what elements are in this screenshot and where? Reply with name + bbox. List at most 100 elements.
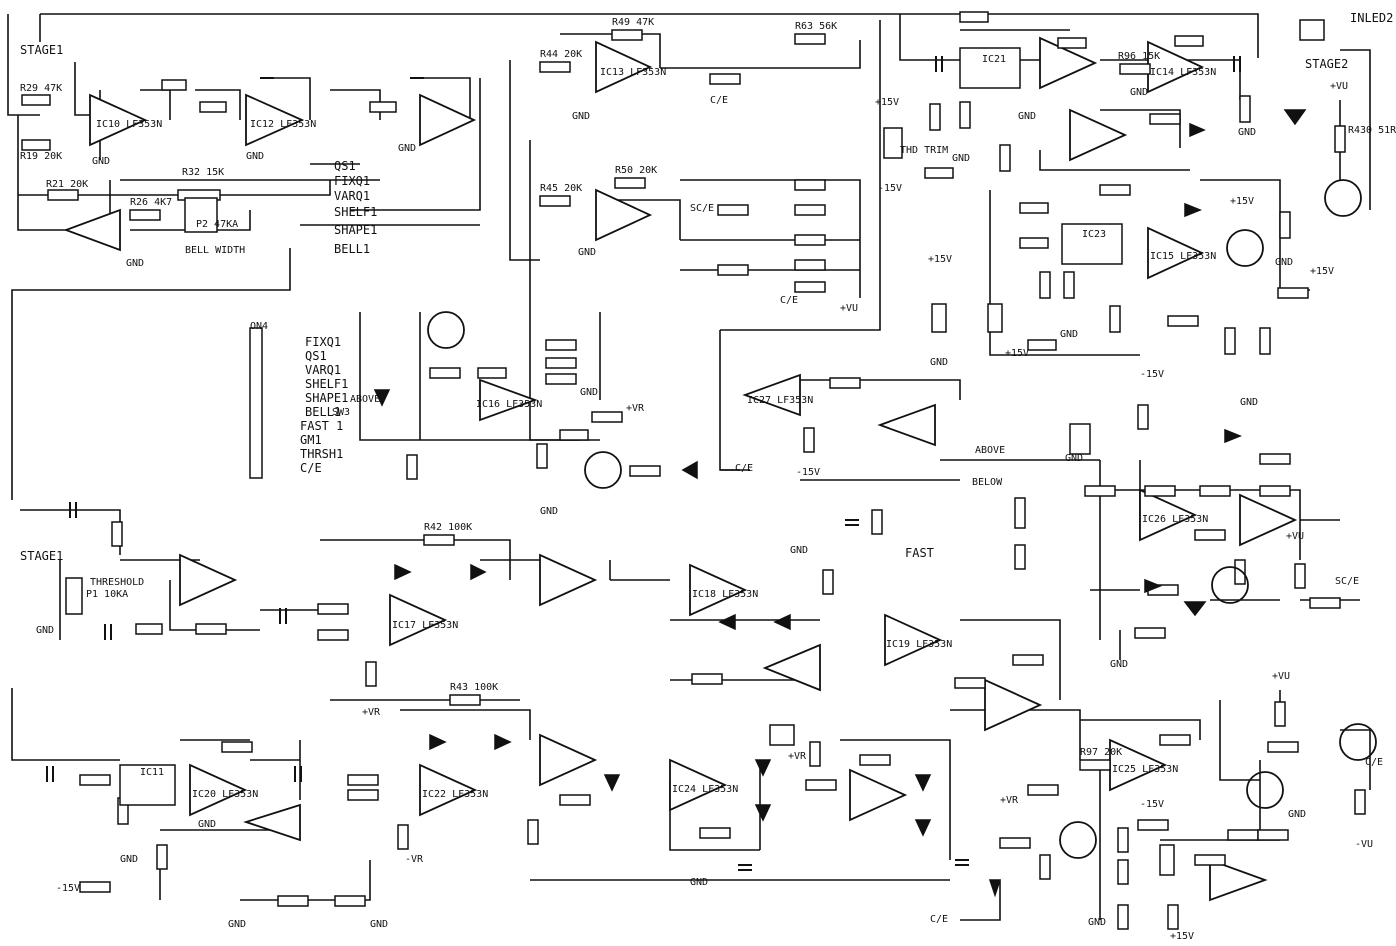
plus-vu-label: +VU xyxy=(840,303,859,314)
minus-vr-label: -VR xyxy=(405,854,424,865)
gnd-label: GND xyxy=(120,854,139,865)
gnd-label: GND xyxy=(370,919,389,930)
ic14-label: IC14 LF353N xyxy=(1150,67,1217,78)
gnd-label: GND xyxy=(540,506,559,517)
ce-label: C/E xyxy=(710,95,729,106)
gnd-label: GND xyxy=(580,387,599,398)
gnd-label: GND xyxy=(952,153,971,164)
thd-trim-label: THD TRIM xyxy=(900,145,949,156)
gnd-label: GND xyxy=(1130,87,1149,98)
component-label: R19 20K xyxy=(20,151,63,162)
sce-label: SC/E xyxy=(690,203,715,214)
connector-port-gm1: GM1 xyxy=(300,433,322,447)
gnd-label: GND xyxy=(578,247,597,258)
minus-vu-label: -VU xyxy=(1355,839,1374,850)
gnd-label: GND xyxy=(36,625,55,636)
connector-port-varq1: VARQ1 xyxy=(305,363,342,377)
gnd-label: GND xyxy=(1288,809,1307,820)
minus-15-label: -15V xyxy=(1140,799,1165,810)
connector-port-qs1: QS1 xyxy=(305,349,327,363)
plus-15-label: +15V xyxy=(1170,931,1195,942)
plus-15-label: +15V xyxy=(1230,196,1255,207)
port-shelf1: SHELF1 xyxy=(334,205,378,219)
component-label: R45 20K xyxy=(540,183,583,194)
ic13-label: IC13 LF353N xyxy=(600,67,667,78)
ic17-label: IC17 LF353N xyxy=(392,620,459,631)
ic19-label: IC19 LF353N xyxy=(886,639,953,650)
plus-vr-label: +VR xyxy=(1000,795,1019,806)
gnd-label: GND xyxy=(1065,453,1084,464)
component-label: IC21 xyxy=(982,54,1007,65)
component-label: IC11 xyxy=(140,767,165,778)
gnd-label: GND xyxy=(1018,111,1037,122)
connector-port-shape1: SHAPE1 xyxy=(305,391,349,405)
component-label: R29 47K xyxy=(20,83,63,94)
connector-port-fast1: FAST 1 xyxy=(300,419,344,433)
ic26-label: IC26 LF353N xyxy=(1142,514,1209,525)
component-label: R42 100K xyxy=(424,522,473,533)
minus-15-label: -15V xyxy=(878,183,903,194)
gnd-label: GND xyxy=(228,919,247,930)
component-label: R63 56K xyxy=(795,21,838,32)
plus-15-label: +15V xyxy=(1005,348,1030,359)
gnd-label: GND xyxy=(572,111,591,122)
gnd-label: GND xyxy=(1110,659,1129,670)
ic12-label: IC12 LF353N xyxy=(250,119,317,130)
ce-label: C/E xyxy=(735,463,754,474)
plus-vu-label: +VU xyxy=(1286,531,1305,542)
ic25-label: IC25 LF353N xyxy=(1112,764,1179,775)
inled2-label: INLED2 xyxy=(1350,11,1394,25)
threshold-label: THRESHOLD xyxy=(90,577,145,588)
ic24-label: IC24 LF353N xyxy=(672,784,739,795)
ic20-label: IC20 LF353N xyxy=(192,789,259,800)
port-shape1: SHAPE1 xyxy=(334,223,378,237)
ic15-label: IC15 LF353N xyxy=(1150,251,1217,262)
plus-vr-label: +VR xyxy=(626,403,645,414)
plus-vu-label: +VU xyxy=(1330,81,1349,92)
component-label: R26 4K7 xyxy=(130,197,173,208)
component-label: R49 47K xyxy=(612,17,655,28)
component-label: R43 100K xyxy=(450,682,499,693)
connector-port-thrsh1: THRSH1 xyxy=(300,447,344,461)
port-bell1: BELL1 xyxy=(334,242,371,256)
bell-width-label: BELL WIDTH xyxy=(185,245,246,256)
gnd-label: GND xyxy=(246,151,265,162)
component-label: IC23 xyxy=(1082,229,1107,240)
gnd-label: GND xyxy=(930,357,949,368)
gnd-label: GND xyxy=(126,258,145,269)
gnd-label: GND xyxy=(1088,917,1107,928)
ce-label: C/E xyxy=(780,295,799,306)
stage1-label: STAGE1 xyxy=(20,549,64,563)
gnd-label: GND xyxy=(198,819,217,830)
connector-port-shelf1: SHELF1 xyxy=(305,377,349,391)
ce-label: C/E xyxy=(1365,757,1384,768)
gnd-label: GND xyxy=(92,156,111,167)
component-label: R32 15K xyxy=(182,167,225,178)
ce-label: C/E xyxy=(930,914,949,925)
stage2-label: STAGE2 xyxy=(1305,57,1349,71)
gnd-label: GND xyxy=(690,877,709,888)
gnd-label: GND xyxy=(1275,257,1294,268)
minus-15-label: -15V xyxy=(56,883,81,894)
ic16-label: IC16 LF353N xyxy=(476,399,543,410)
plus-vr-label: +VR xyxy=(362,707,381,718)
plus-15-label: +15V xyxy=(875,97,900,108)
plus-15-label: +15V xyxy=(928,254,953,265)
plus-vr-label: +VR xyxy=(788,751,807,762)
stage1-label: STAGE1 xyxy=(20,43,64,57)
connector-port-ce: C/E xyxy=(300,461,322,475)
sce-label: SC/E xyxy=(1335,576,1360,587)
above-label: ABOVE xyxy=(975,445,1006,456)
plus-vu-label: +VU xyxy=(1272,671,1291,682)
plus-15-label: +15V xyxy=(1310,266,1335,277)
below-label: BELOW xyxy=(972,477,1003,488)
port-varq1: VARQ1 xyxy=(334,189,371,203)
port-fixq1: FIXQ1 xyxy=(334,174,371,188)
ic18-label: IC18 LF353N xyxy=(692,589,759,600)
gnd-label: GND xyxy=(1060,329,1079,340)
gnd-label: GND xyxy=(398,143,417,154)
component-label: R96 15K xyxy=(1118,51,1161,62)
component-label: ON4 xyxy=(250,321,269,332)
component-label: SW3 xyxy=(332,407,351,418)
